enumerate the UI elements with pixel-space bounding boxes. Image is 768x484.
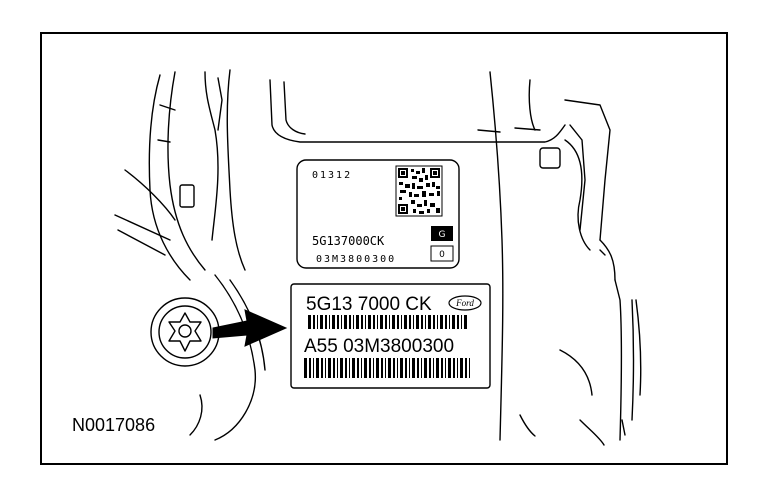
old-label-box-code-2: 0 <box>439 250 445 260</box>
barcode-bottom <box>304 358 470 378</box>
old-label-box-code-1: G <box>439 230 446 240</box>
figure-id: N0017086 <box>72 415 155 435</box>
old-label: 01312 <box>296 159 460 269</box>
old-label-code: 01312 <box>312 170 352 181</box>
old-label-part-number: 5G137000CK <box>312 234 385 248</box>
new-label-part-number: 5G13 7000 CK <box>306 294 432 315</box>
old-label-code-box-2 <box>430 245 454 262</box>
module-housing-drawing <box>114 69 642 446</box>
new-label: 5G13 7000 CK Ford A55 03M3800300 <box>290 283 491 389</box>
new-label-serial: A55 03M3800300 <box>304 336 454 357</box>
qr-code <box>395 165 443 217</box>
barcode-top <box>308 315 467 329</box>
arrow-indicator <box>212 309 288 347</box>
ford-logo: Ford <box>448 295 482 311</box>
old-label-code-box-1 <box>431 226 453 241</box>
svg-text:Ford: Ford <box>455 298 474 308</box>
old-label-serial: 03M3800300 <box>316 254 396 265</box>
